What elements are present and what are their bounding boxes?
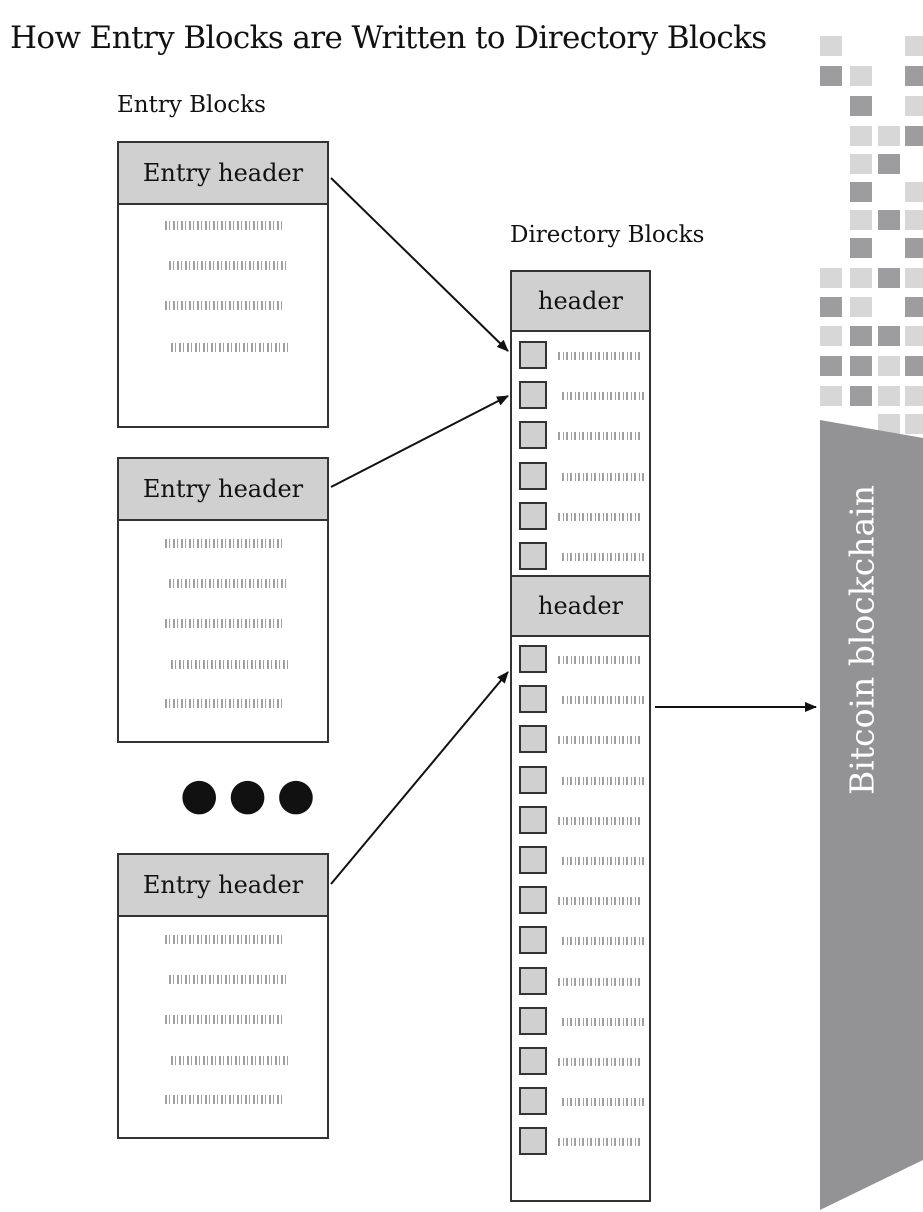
directory-header: header bbox=[512, 272, 649, 332]
entry-content-line bbox=[165, 301, 285, 310]
entry-content-line bbox=[165, 699, 285, 708]
directory-entry-line bbox=[562, 857, 646, 865]
entry-content-line bbox=[165, 935, 285, 944]
directory-entry-slot bbox=[519, 1006, 547, 1035]
directory-entry-slot bbox=[519, 966, 547, 995]
entry-content-line bbox=[171, 660, 291, 669]
directory-entry-slot bbox=[519, 542, 547, 570]
directory-blocks-label: Directory Blocks bbox=[510, 222, 705, 248]
directory-entry-line bbox=[558, 816, 642, 825]
directory-entry-line bbox=[562, 472, 646, 481]
directory-entry-line bbox=[558, 897, 642, 906]
entry-content-line bbox=[165, 1015, 285, 1024]
directory-entry-slot bbox=[519, 1127, 547, 1156]
entry-block: Entry header bbox=[117, 853, 329, 1139]
directory-entry-slot bbox=[519, 685, 547, 714]
directory-entry-line bbox=[558, 736, 642, 745]
ellipsis-dots: ●●● bbox=[180, 769, 326, 820]
entry-content-line bbox=[165, 619, 285, 628]
directory-block: header bbox=[510, 270, 651, 577]
directory-entry-line bbox=[562, 392, 646, 401]
directory-entry-slot bbox=[519, 1047, 547, 1075]
directory-entry-slot bbox=[519, 926, 547, 955]
directory-entry-slot bbox=[519, 725, 547, 754]
directory-block: header bbox=[510, 575, 651, 1202]
entry-block: Entry header bbox=[117, 141, 329, 428]
directory-entry-line bbox=[562, 937, 646, 946]
directory-entry-slot bbox=[519, 765, 547, 794]
directory-entry-line bbox=[558, 352, 642, 360]
arrow-entry3-to-directory bbox=[330, 671, 509, 885]
entry-content-line bbox=[165, 539, 285, 548]
directory-entry-slot bbox=[519, 421, 547, 450]
directory-entry-line bbox=[562, 696, 646, 705]
entry-header: Entry header bbox=[119, 143, 327, 205]
entry-content-line bbox=[165, 221, 285, 230]
directory-entry-line bbox=[562, 553, 646, 561]
directory-entry-line bbox=[562, 1017, 646, 1026]
directory-entry-line bbox=[558, 656, 642, 664]
arrow-entry2-to-directory bbox=[330, 395, 509, 488]
directory-entry-slot bbox=[519, 381, 547, 410]
directory-entry-slot bbox=[519, 805, 547, 834]
mosaic-pattern bbox=[820, 36, 923, 434]
directory-entry-line bbox=[558, 977, 642, 986]
entry-content-line bbox=[171, 1056, 291, 1065]
entry-block: Entry header bbox=[117, 457, 329, 743]
entry-content-line bbox=[171, 343, 291, 352]
entry-content-line bbox=[165, 1095, 285, 1104]
directory-entry-slot bbox=[519, 1087, 547, 1116]
directory-entry-line bbox=[558, 512, 642, 521]
entry-content-line bbox=[169, 579, 289, 588]
directory-entry-line bbox=[558, 432, 642, 441]
directory-entry-slot bbox=[519, 886, 547, 915]
directory-entry-line bbox=[558, 1058, 642, 1066]
directory-entry-slot bbox=[519, 846, 547, 874]
entry-blocks-label: Entry Blocks bbox=[117, 92, 266, 118]
directory-entry-slot bbox=[519, 501, 547, 530]
entry-content-line bbox=[169, 975, 289, 984]
entry-content-line bbox=[169, 261, 289, 270]
directory-header: header bbox=[512, 577, 649, 637]
bitcoin-blockchain-ribbon bbox=[820, 420, 923, 1210]
directory-entry-slot bbox=[519, 461, 547, 490]
diagram-title: How Entry Blocks are Written to Director… bbox=[10, 20, 767, 56]
entry-header: Entry header bbox=[119, 855, 327, 917]
directory-entry-slot bbox=[519, 645, 547, 673]
directory-entry-line bbox=[562, 776, 646, 785]
directory-entry-line bbox=[558, 1138, 642, 1147]
bitcoin-blockchain-label: Bitcoin blockchain bbox=[842, 485, 882, 795]
directory-entry-line bbox=[562, 1098, 646, 1107]
entry-header: Entry header bbox=[119, 459, 327, 521]
arrow-entry1-to-directory bbox=[330, 177, 509, 352]
directory-entry-slot bbox=[519, 341, 547, 369]
